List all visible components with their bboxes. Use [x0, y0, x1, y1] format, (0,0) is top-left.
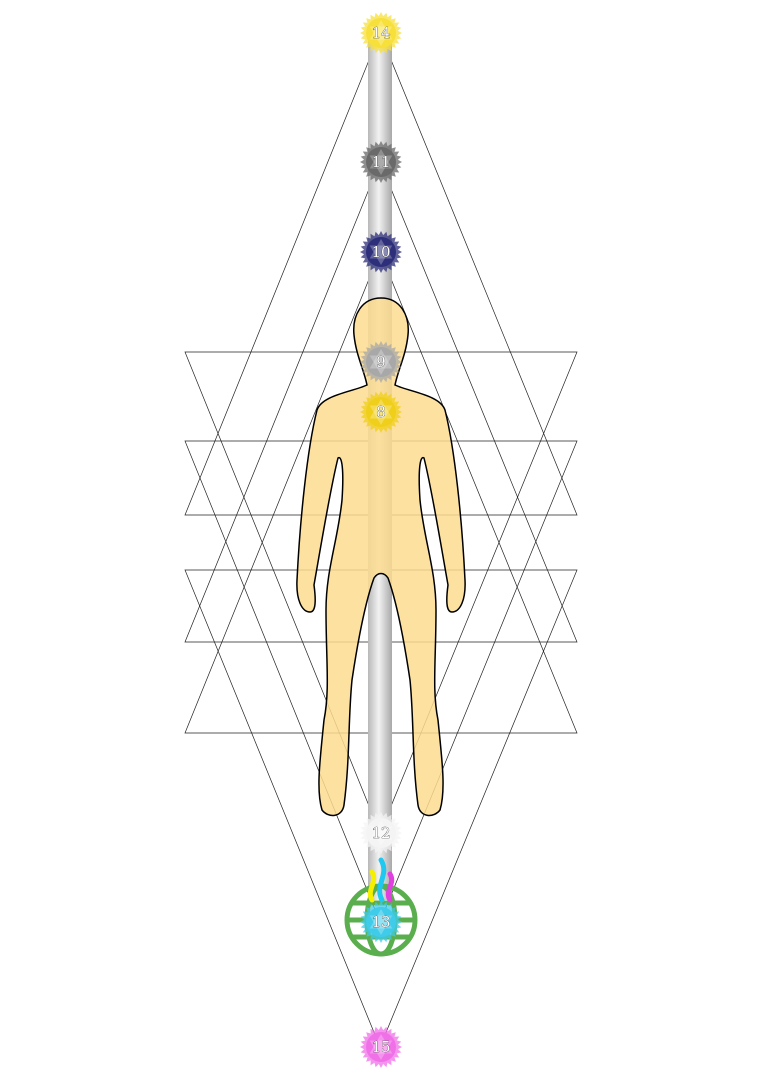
flame: [385, 871, 395, 903]
node-label: 9: [376, 353, 386, 371]
chakra-node-15[interactable]: 15: [360, 1026, 402, 1068]
star-of-david-icon: [369, 405, 393, 425]
node-label: 15: [371, 1038, 390, 1056]
chakra-node-11[interactable]: 11: [360, 141, 402, 183]
chakra-node-8[interactable]: 8: [360, 391, 402, 433]
node-label: 12: [371, 824, 390, 842]
chakra-node-13[interactable]: 13: [360, 901, 402, 943]
chakra-node-9[interactable]: 9: [360, 341, 402, 383]
node-core: [366, 818, 396, 848]
node-core: [366, 237, 396, 267]
flame: [367, 869, 377, 903]
star-of-david-icon: [369, 239, 393, 259]
human-body-silhouette: [296, 297, 466, 817]
star-of-david-icon: [369, 149, 393, 169]
node-label: 10: [371, 243, 390, 261]
star-of-david-icon: [369, 155, 393, 175]
star-of-david-icon: [369, 820, 393, 840]
node-core: [366, 18, 396, 48]
node-label: 11: [371, 153, 390, 171]
star-of-david-icon: [369, 245, 393, 265]
chakra-node-10[interactable]: 10: [360, 231, 402, 273]
node-label: 8: [376, 403, 386, 421]
star-of-david-icon: [369, 26, 393, 46]
star-of-david-icon: [369, 349, 393, 369]
node-label: 14: [371, 24, 390, 42]
star-of-david-icon: [369, 1040, 393, 1060]
flames-icon: [367, 857, 395, 903]
star-of-david-icon: [369, 915, 393, 935]
star-of-david-icon: [369, 909, 393, 929]
node-core: [366, 347, 396, 377]
node-core: [366, 907, 396, 937]
star-of-david-icon: [369, 20, 393, 40]
star-of-david-icon: [369, 399, 393, 419]
chakra-node-14[interactable]: 14: [360, 12, 402, 54]
star-of-david-icon: [369, 355, 393, 375]
star-of-david-icon: [369, 826, 393, 846]
chakra-node-12[interactable]: 12: [360, 812, 402, 854]
node-core: [366, 397, 396, 427]
star-of-david-icon: [369, 1034, 393, 1054]
node-label: 13: [371, 913, 390, 931]
node-core: [366, 1032, 396, 1062]
chakra-nodes: 14 11 10 9 8 12 13 15: [360, 12, 402, 1068]
node-core: [366, 147, 396, 177]
flame: [377, 857, 387, 903]
